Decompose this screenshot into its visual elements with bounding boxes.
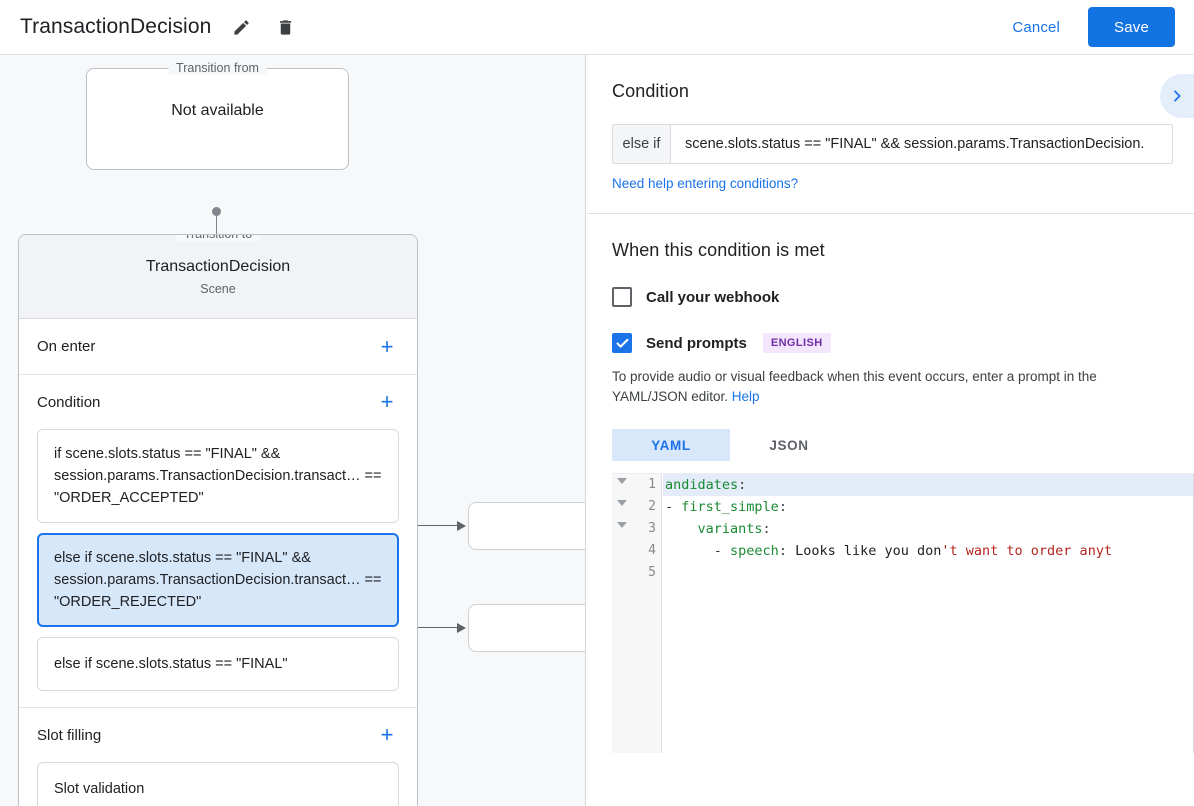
- editor-line-code: andidates:: [665, 477, 747, 493]
- transition-from-node[interactable]: Transition from Not available: [86, 61, 349, 170]
- pencil-icon[interactable]: [227, 13, 255, 41]
- section-slot-filling: Slot filling + Slot validation: [19, 708, 417, 806]
- call-webhook-row[interactable]: Call your webhook: [612, 287, 1169, 307]
- transition-from-legend: Transition from: [168, 61, 267, 75]
- send-prompts-checkbox[interactable]: [612, 333, 632, 353]
- target-box-rejected[interactable]: [468, 604, 585, 652]
- editor-line-code: - first_simple:: [665, 499, 787, 515]
- fold-triangle-icon[interactable]: [617, 500, 627, 506]
- call-webhook-label: Call your webhook: [646, 288, 780, 306]
- add-condition-button[interactable]: +: [380, 389, 394, 414]
- prompts-description-text: To provide audio or visual feedback when…: [612, 369, 1097, 404]
- trash-icon[interactable]: [271, 13, 299, 41]
- help-link[interactable]: Help: [731, 389, 760, 404]
- condition-header-section: Condition else if Need help entering con…: [587, 55, 1194, 214]
- need-help-conditions-link[interactable]: Need help entering conditions?: [612, 176, 799, 191]
- slot-validation-card[interactable]: Slot validation: [37, 762, 399, 806]
- page-title: TransactionDecision: [20, 15, 212, 38]
- edge-arrowhead-1: [457, 521, 466, 531]
- fold-triangle-icon[interactable]: [617, 478, 627, 484]
- editor-format-tabs: YAML JSON: [612, 429, 1169, 461]
- chevron-right-icon[interactable]: [1160, 74, 1194, 118]
- edge-line-2: [402, 627, 458, 628]
- editor-line[interactable]: 3 variants:: [612, 518, 1194, 540]
- editor-line-number: 2: [648, 499, 656, 514]
- condition-actions-section: When this condition is met Call your web…: [587, 214, 1194, 753]
- tab-json[interactable]: JSON: [769, 437, 809, 453]
- fold-triangle-icon[interactable]: [617, 522, 627, 528]
- condition-card-accepted[interactable]: if scene.slots.status == "FINAL" && sess…: [37, 429, 399, 523]
- tab-yaml[interactable]: YAML: [612, 429, 730, 461]
- add-on-enter-button[interactable]: +: [380, 333, 394, 359]
- section-on-enter-label: On enter: [37, 338, 96, 355]
- condition-panel-title: Condition: [612, 81, 689, 101]
- scene-graph-canvas: Transition from Not available Transition…: [0, 55, 586, 806]
- language-badge: ENGLISH: [762, 333, 831, 353]
- edge-line-1: [402, 525, 458, 526]
- editor-line-number: 1: [648, 477, 656, 492]
- section-slot-filling-label: Slot filling: [37, 726, 102, 744]
- editor-line-number-gutter: [634, 474, 662, 753]
- condition-card-final[interactable]: else if scene.slots.status == "FINAL": [37, 637, 399, 691]
- condition-details-panel: Condition else if Need help entering con…: [587, 55, 1194, 806]
- editor-line[interactable]: 5: [612, 562, 1194, 584]
- editor-line-number: 5: [648, 565, 656, 580]
- save-button[interactable]: Save: [1088, 7, 1175, 47]
- transition-to-node: Transition to TransactionDecision Scene …: [18, 234, 418, 806]
- condition-prefix-label: else if: [613, 125, 671, 163]
- editor-line-number: 3: [648, 521, 656, 536]
- editor-line[interactable]: 1 andidates:: [612, 474, 1194, 496]
- editor-line[interactable]: 4 - speech: Looks like you don't want to…: [612, 540, 1194, 562]
- when-condition-met-heading: When this condition is met: [612, 240, 825, 260]
- editor-line-number: 4: [648, 543, 656, 558]
- editor-fold-column: [612, 474, 634, 753]
- condition-expression-input[interactable]: [671, 125, 1172, 163]
- top-app-bar: TransactionDecision Cancel Save: [0, 0, 1194, 55]
- section-condition: Condition + if scene.slots.status == "FI…: [19, 375, 417, 708]
- panel-divider: [587, 213, 1194, 214]
- cancel-button[interactable]: Cancel: [1000, 11, 1072, 44]
- editor-line-code: - speech: Looks like you don't want to o…: [665, 543, 1113, 559]
- send-prompts-row[interactable]: Send prompts ENGLISH: [612, 333, 1169, 353]
- section-condition-head: Condition +: [37, 375, 399, 429]
- transition-from-value: Not available: [171, 102, 264, 119]
- section-on-enter: On enter +: [19, 319, 417, 375]
- section-on-enter-head: On enter +: [37, 319, 399, 374]
- editor-line-highlight: [663, 474, 1194, 496]
- section-condition-label: Condition: [37, 393, 101, 411]
- section-slot-filling-head: Slot filling +: [37, 708, 399, 762]
- scene-title: TransactionDecision: [145, 257, 291, 275]
- scene-header[interactable]: TransactionDecision Scene: [19, 235, 417, 319]
- transition-to-legend: Transition to: [175, 235, 261, 241]
- target-box-accepted[interactable]: [468, 502, 585, 550]
- scene-subtitle: Scene: [200, 281, 236, 296]
- condition-card-rejected[interactable]: else if scene.slots.status == "FINAL" &&…: [37, 533, 399, 627]
- send-prompts-label: Send prompts: [646, 334, 747, 352]
- condition-input-group: else if: [612, 124, 1173, 164]
- call-webhook-checkbox[interactable]: [612, 287, 632, 307]
- prompts-description: To provide audio or visual feedback when…: [612, 367, 1169, 407]
- editor-line-code: variants:: [697, 521, 771, 537]
- edge-arrowhead-2: [457, 623, 466, 633]
- editor-line[interactable]: 2 - first_simple:: [612, 496, 1194, 518]
- add-slot-filling-button[interactable]: +: [380, 722, 394, 747]
